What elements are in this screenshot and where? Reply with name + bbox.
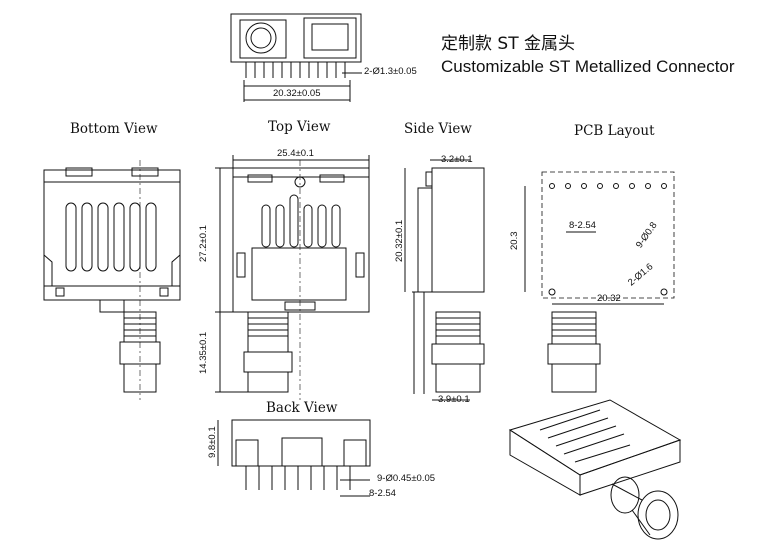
- top-view-label: Top View: [268, 119, 331, 135]
- dim-side-bottom: 3.9±0.1: [438, 394, 470, 405]
- dim-width: 25.4±0.1: [277, 148, 314, 159]
- side-view-drawing: [404, 159, 485, 401]
- bottom-view-label: Bottom View: [70, 121, 158, 137]
- dim-back-height: 9.8±0.1: [207, 426, 218, 458]
- dim-top-pitch-total: 20.32±0.05: [273, 88, 321, 99]
- dim-height-nose: 14.35±0.1: [198, 331, 209, 374]
- dim-side-pin-span: 20.32±0.1: [394, 219, 405, 262]
- pcb-layout-label: PCB Layout: [574, 123, 655, 139]
- pcb-layout-drawing: [524, 171, 675, 393]
- side-view-label: Side View: [404, 121, 472, 137]
- dim-height-body: 27.2±0.1: [198, 225, 209, 262]
- dim-side-thick: 3.2±0.1: [441, 154, 473, 165]
- dim-pcb-pitch: 8-2.54: [569, 220, 596, 231]
- top-small-view: [230, 13, 362, 102]
- back-view-label: Back View: [266, 400, 338, 416]
- dim-pcb-height: 20.3: [509, 231, 520, 251]
- isometric-3d-view: [508, 399, 682, 540]
- back-view-drawing: [217, 419, 371, 497]
- dim-back-pin: 9-Ø0.45±0.05: [377, 473, 436, 484]
- bottom-view-drawing: [43, 160, 181, 400]
- dim-top-pin-dia: 2-Ø1.3±0.05: [364, 66, 417, 77]
- chinese-title: 定制款 ST 金属头: [441, 34, 575, 54]
- dim-back-pitch: 8-2.54: [369, 488, 396, 499]
- top-view-drawing: [215, 155, 370, 400]
- english-title: Customizable ST Metallized Connector: [441, 57, 735, 76]
- dim-pcb-span: 20.32: [597, 293, 621, 304]
